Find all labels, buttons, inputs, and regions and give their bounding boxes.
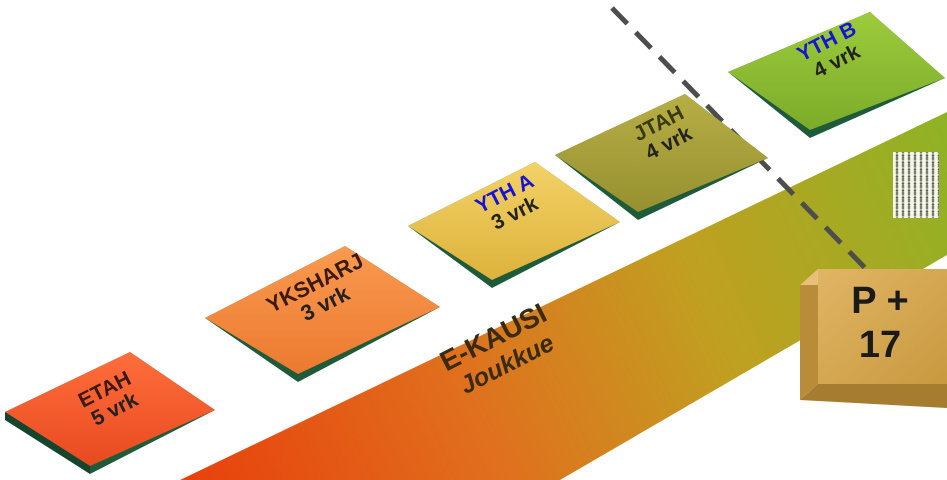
- milestone-line2: 17: [858, 323, 902, 366]
- phase-tile-yth-b: [728, 12, 945, 138]
- phase-tile-jtah: [555, 94, 768, 220]
- milestone-label: P + 17: [805, 280, 947, 367]
- phase-tile-yth-a: [408, 162, 620, 288]
- phase-tile-etah: [5, 352, 215, 474]
- period-band: [180, 112, 947, 480]
- milestone-line1: P +: [851, 280, 909, 322]
- soldiers-icon: [893, 152, 939, 218]
- milestone-box: [800, 269, 947, 408]
- phase-tile-yksharj: [205, 246, 440, 382]
